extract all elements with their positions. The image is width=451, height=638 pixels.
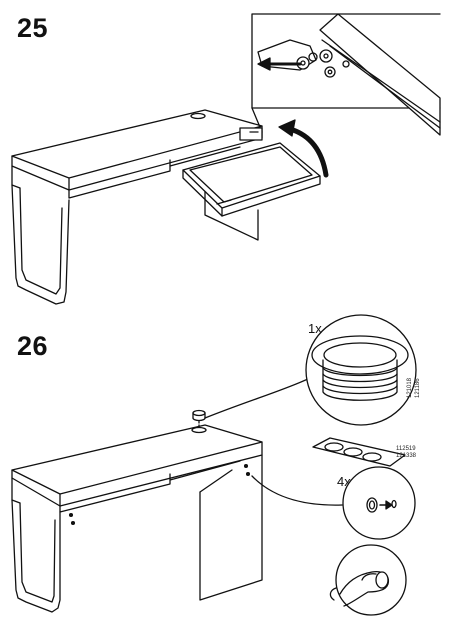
pad-part-code-1: 112519 [396,446,416,452]
step25-insert-arrow [278,119,329,178]
step25-drawer [182,142,321,217]
step26-grommet-detail [204,314,417,426]
step26-desk [11,409,263,613]
step26-press-detail [329,544,407,616]
step-number-25: 25 [17,13,49,43]
grommet-part-code-2: 121186 [415,378,421,398]
step26-pad-detail [251,466,416,540]
grommet-quantity: 1x [308,321,322,336]
pad-part-code-2: 121338 [396,453,417,459]
grommet-part-code-1: 121018 [407,377,413,398]
step25-desk [11,109,263,305]
step-number-26: 26 [17,331,49,361]
step25-detail-callout [239,13,441,141]
step26-pad-sheet [312,437,406,467]
